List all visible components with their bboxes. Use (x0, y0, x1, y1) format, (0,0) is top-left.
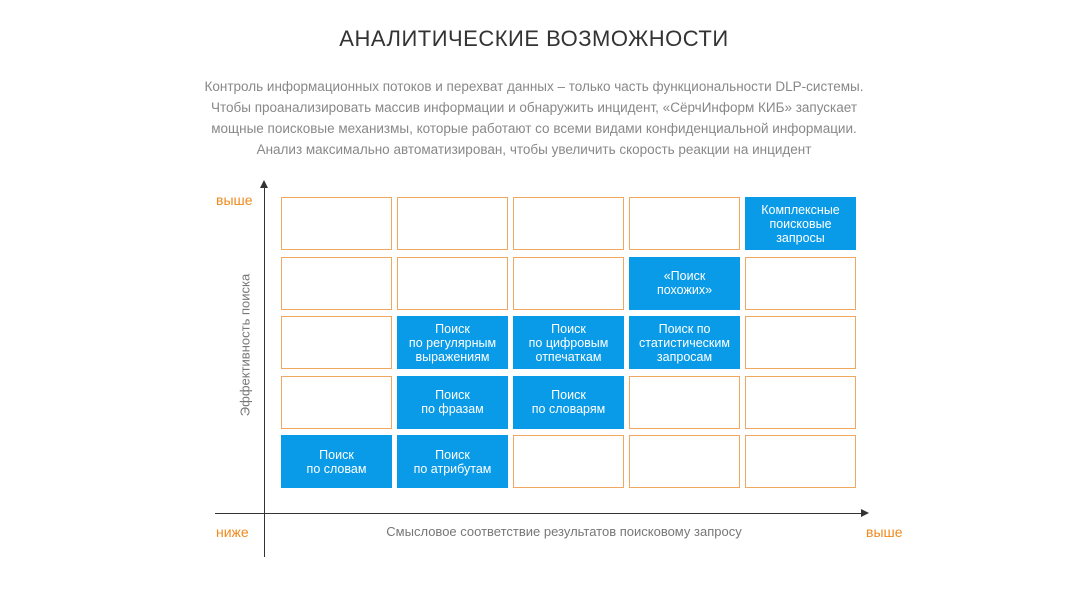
empty-cell (629, 197, 740, 250)
capability-cell: «Поиск похожих» (629, 256, 740, 310)
empty-cell (745, 435, 856, 488)
empty-cell (281, 316, 392, 369)
description-line: Анализ максимально автоматизирован, чтоб… (256, 142, 812, 157)
capability-cell: Поиск по цифровым отпечаткам (513, 316, 624, 369)
x-axis-label: Смысловое соответствие результатов поиск… (386, 524, 742, 539)
origin-low-label: ниже (216, 524, 249, 540)
empty-cell (281, 256, 392, 310)
empty-cell (281, 375, 392, 429)
description-line: Чтобы проанализировать массив информации… (210, 100, 858, 115)
empty-cell (513, 256, 624, 310)
capability-cell: Поиск по регулярным выражениям (397, 316, 508, 369)
empty-cell (397, 256, 508, 310)
empty-cell (513, 197, 624, 250)
description-line: Контроль информационных потоков и перехв… (204, 79, 864, 94)
empty-cell (397, 197, 508, 250)
capability-cell: Поиск по словам (281, 435, 392, 488)
x-high-label: выше (866, 524, 903, 540)
description: Контроль информационных потоков и перехв… (0, 76, 1068, 160)
capability-cell: Комплексные поисковые запросы (745, 197, 856, 250)
x-axis (215, 513, 863, 514)
x-axis-arrow-icon (861, 509, 869, 517)
y-axis-arrow-icon (260, 180, 268, 188)
capability-grid: Комплексные поисковые запросы«Поиск похо… (281, 197, 856, 488)
empty-cell (629, 375, 740, 429)
y-high-label: выше (216, 192, 253, 208)
capability-cell: Поиск по атрибутам (397, 435, 508, 488)
empty-cell (745, 375, 856, 429)
empty-cell (745, 256, 856, 310)
y-axis (264, 186, 265, 557)
page-title: АНАЛИТИЧЕСКИЕ ВОЗМОЖНОСТИ (339, 26, 729, 51)
empty-cell (629, 435, 740, 488)
empty-cell (513, 435, 624, 488)
description-line: мощные поисковые механизмы, которые рабо… (211, 121, 857, 136)
capability-cell: Поиск по словарям (513, 375, 624, 429)
capability-cell: Поиск по фразам (397, 375, 508, 429)
capability-cell: Поиск по статистическим запросам (629, 316, 740, 369)
y-axis-label: Эффективность поиска (237, 273, 253, 417)
empty-cell (745, 316, 856, 369)
empty-cell (281, 197, 392, 250)
